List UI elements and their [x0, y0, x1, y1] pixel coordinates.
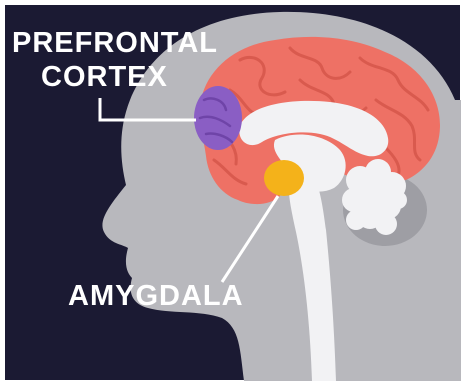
amygdala-label: AMYGDALA — [68, 280, 244, 312]
prefrontal-label-line1: PREFRONTAL — [12, 27, 218, 59]
prefrontal-label-line2: CORTEX — [41, 61, 168, 93]
prefrontal-cortex-region — [194, 86, 242, 150]
amygdala-region — [264, 160, 304, 196]
